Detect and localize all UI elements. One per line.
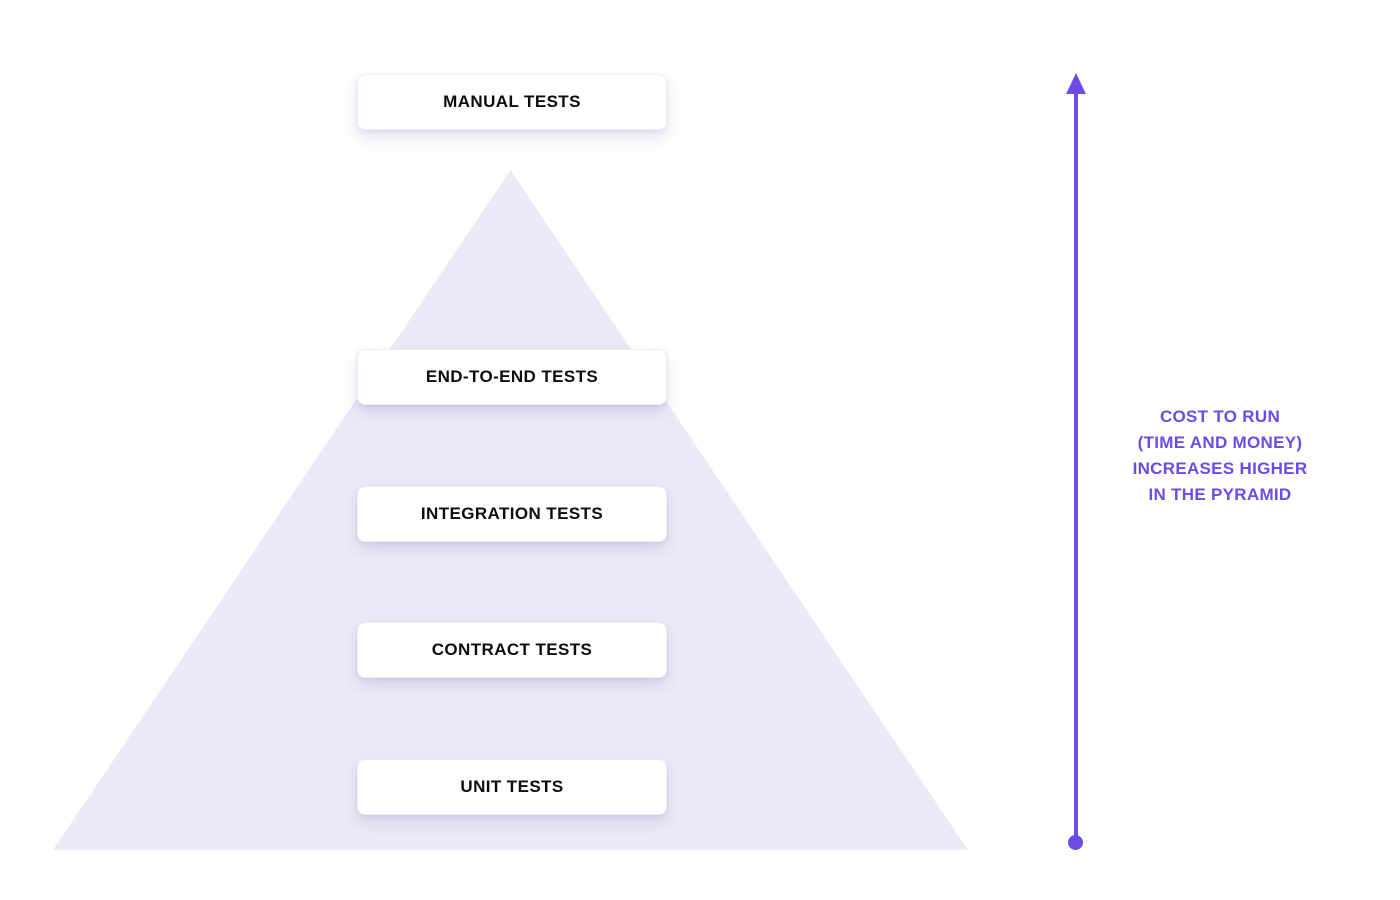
- level-label-unit-tests: UNIT TESTS: [460, 777, 564, 796]
- level-label-end-to-end-tests: END-TO-END TESTS: [425, 367, 599, 386]
- cost-axis-origin-dot: [1068, 835, 1083, 850]
- cost-caption-line: INCREASES HIGHER: [1132, 459, 1308, 478]
- level-box-integration-tests: INTEGRATION TESTS: [357, 486, 667, 542]
- level-box-unit-tests: UNIT TESTS: [357, 759, 667, 815]
- level-box-end-to-end-tests: END-TO-END TESTS: [357, 349, 667, 405]
- cost-caption-line: COST TO RUN: [1159, 407, 1281, 426]
- level-box-contract-tests: CONTRACT TESTS: [357, 622, 667, 678]
- level-box-manual-tests: MANUAL TESTS: [357, 74, 667, 130]
- level-label-integration-tests: INTEGRATION TESTS: [420, 504, 604, 523]
- cost-axis-caption: COST TO RUN (TIME AND MONEY) INCREASES H…: [1110, 404, 1330, 508]
- level-label-manual-tests: MANUAL TESTS: [443, 92, 581, 111]
- cost-axis-line: [1074, 90, 1078, 842]
- cost-caption-line: IN THE PYRAMID: [1148, 485, 1292, 504]
- level-label-contract-tests: CONTRACT TESTS: [431, 640, 593, 659]
- arrow-up-icon: [1066, 73, 1086, 94]
- cost-caption-line: (TIME AND MONEY): [1137, 433, 1303, 452]
